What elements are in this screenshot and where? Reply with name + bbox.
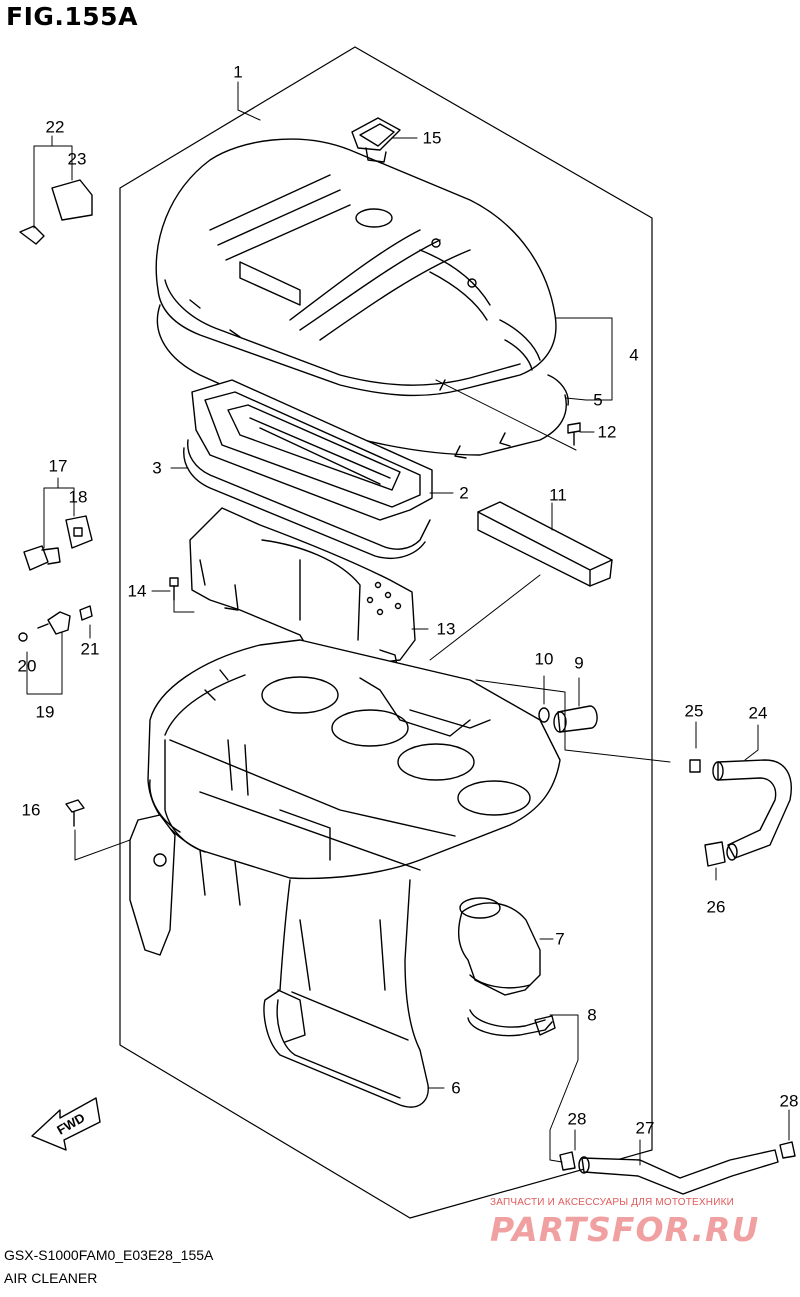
callout-10: 10 [534, 649, 554, 669]
callout-28-right: 28 [779, 1091, 799, 1111]
callout-6: 6 [451, 1078, 461, 1098]
filter-element-part [191, 379, 433, 521]
foam-block-part [477, 501, 613, 587]
sensor-parts [18, 179, 93, 642]
callout-23: 23 [67, 149, 87, 169]
callout-1: 1 [233, 62, 243, 82]
callout-11: 11 [549, 485, 567, 505]
watermark-logo: PARTSFOR.RU [490, 1210, 760, 1249]
callout-8: 8 [587, 1005, 597, 1025]
watermark-tagline: ЗАПЧАСТИ И АКСЕССУАРЫ ДЛЯ МОТОТЕХНИКИ [490, 1197, 735, 1208]
callout-22: 22 [45, 117, 65, 137]
elbow-hose-part [458, 897, 541, 996]
callout-3: 3 [152, 458, 162, 478]
callout-20: 20 [17, 656, 37, 676]
callout-25: 25 [684, 701, 704, 721]
assembly-boundary [119, 46, 653, 1219]
breather-hose-part [689, 759, 792, 867]
callout-7: 7 [555, 929, 565, 949]
callout-4: 4 [629, 345, 639, 365]
callout-19: 19 [35, 702, 55, 722]
leader-lines [26, 81, 790, 1166]
callout-12: 12 [597, 422, 617, 442]
callout-16: 16 [21, 800, 41, 820]
callout-2: 2 [459, 483, 469, 503]
lower-housing-part [129, 639, 561, 1108]
callout-17: 17 [48, 456, 68, 476]
bolt-parts [65, 422, 581, 827]
callout-28-left: 28 [567, 1109, 587, 1129]
callout-15: 15 [422, 128, 442, 148]
callout-26: 26 [706, 897, 726, 917]
callout-18: 18 [68, 487, 88, 507]
filter-frame-part [183, 439, 431, 560]
figure-caption: AIR CLEANER [4, 1270, 98, 1286]
hose-clamp-part [467, 1009, 556, 1037]
model-code: GSX-S1000FAM0_E03E28_155A [4, 1247, 214, 1263]
figure-title: FIG.155A [6, 2, 138, 31]
lower-hose-part [559, 1141, 796, 1195]
upper-cover-part [155, 138, 557, 397]
drain-plug-part [538, 705, 598, 733]
callout-27: 27 [635, 1118, 655, 1138]
callout-5: 5 [593, 390, 603, 410]
callout-9: 9 [574, 653, 584, 673]
callout-24: 24 [748, 703, 768, 723]
callout-14: 14 [127, 581, 147, 601]
cover-seal-part [156, 304, 569, 456]
top-cap-part [351, 117, 401, 163]
callout-21: 21 [80, 639, 100, 659]
fwd-arrow-shape [31, 1097, 101, 1151]
callout-13: 13 [436, 619, 456, 639]
